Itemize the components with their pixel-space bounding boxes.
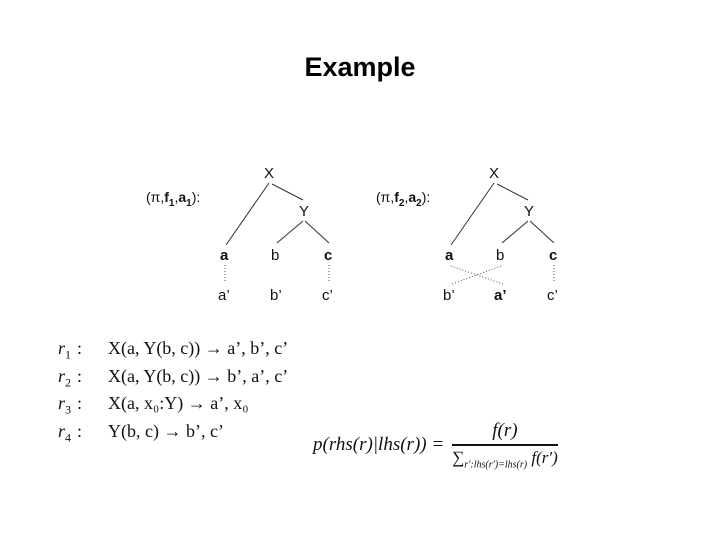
rule-text: X(a, Y(b, c)) → b’, a’, c’ — [108, 365, 289, 386]
tree-2-target-a: a’ — [494, 287, 507, 304]
tree-1-source-b: b — [271, 247, 279, 264]
rule-id: r2: — [58, 365, 83, 390]
tree-1-root-x: X — [264, 165, 274, 182]
tree-2-label: (π,f2,a2): — [376, 189, 430, 209]
rule-item: r4: Y(b, c) → b’, c’ — [58, 421, 288, 449]
alignment-trees: (π,f1,a1): X Y a b c a’ b’ c’ (π,f2,a2):… — [146, 165, 558, 304]
rule-item: r1: X(a, Y(b, c)) → a’, b’, c’ — [58, 338, 288, 366]
tree-2: (π,f2,a2): X Y a b c b’ a’ c’ — [376, 165, 558, 304]
tree-2-edge — [529, 220, 555, 244]
rule-id: r1: — [58, 338, 83, 362]
probability-formula: p(rhs(r)|lhs(r)) = f(r) ∑r′:lhs(r′)=lhs(… — [313, 420, 558, 470]
tree-2-source-c: c — [549, 247, 557, 264]
rule-list: r1: X(a, Y(b, c)) → a’, b’, c’ r2: X(a, … — [58, 338, 288, 448]
tree-2-edge — [496, 183, 529, 201]
rule-id: r3: — [58, 393, 83, 417]
tree-2-node-y: Y — [524, 203, 534, 220]
rule-item: r2: X(a, Y(b, c)) → b’, a’, c’ — [58, 366, 288, 394]
formula-lhs: p(rhs(r)|lhs(r)) = — [313, 433, 445, 455]
formula-numerator: f(r) — [492, 420, 518, 441]
formula-fraction: f(r) ∑r′:lhs(r′)=lhs(r) f(r′) — [452, 420, 558, 470]
tree-1: (π,f1,a1): X Y a b c a’ b’ c’ — [146, 165, 333, 304]
fraction-bar — [452, 444, 558, 446]
rule-text: Y(b, c) → b’, c’ — [108, 420, 224, 441]
rule-id: r4: — [58, 420, 83, 445]
rule-text: X(a, Y(b, c)) → a’, b’, c’ — [108, 338, 289, 358]
tree-1-target-b: b’ — [270, 287, 282, 304]
tree-2-target-c: c’ — [547, 287, 558, 304]
tree-2-target-b: b’ — [443, 287, 455, 304]
formula-denominator: ∑r′:lhs(r′)=lhs(r) f(r′) — [452, 447, 558, 470]
tree-1-edge — [276, 220, 304, 244]
tree-1-label: (π,f1,a1): — [146, 189, 200, 209]
tree-2-root-x: X — [489, 165, 499, 182]
tree-1-node-y: Y — [299, 203, 309, 220]
tree-2-source-b: b — [496, 247, 504, 264]
tree-1-edge — [271, 183, 304, 201]
rule-item: r3: X(a, x₀:Y) → a’, x₀ — [58, 393, 288, 421]
tree-1-edge — [225, 182, 270, 246]
tree-2-alignment-link — [450, 265, 504, 285]
tree-1-edge — [304, 220, 330, 244]
tree-2-source-a: a — [445, 247, 454, 264]
tree-1-target-c: c’ — [322, 287, 333, 304]
tree-2-edge — [501, 220, 529, 244]
tree-2-edge — [450, 182, 495, 246]
tree-1-source-a: a — [220, 247, 229, 264]
tree-1-source-c: c — [324, 247, 332, 264]
slide-title: Example — [304, 52, 416, 82]
tree-1-target-a: a’ — [218, 287, 230, 304]
rule-text: X(a, x₀:Y) → a’, x₀ — [108, 393, 249, 414]
